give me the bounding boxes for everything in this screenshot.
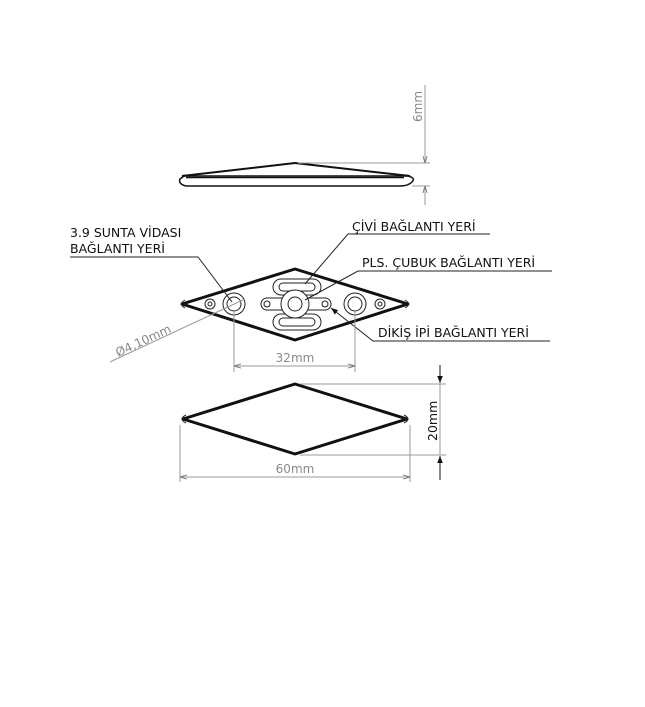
side-view: 6mm [178, 85, 430, 205]
hole-diameter-dim: Ø4,10mm [113, 322, 173, 360]
nail-label: ÇİVİ BAĞLANTI YERİ [352, 219, 476, 234]
suture-label: DİKİŞ İPİ BAĞLANTI YERİ [378, 325, 529, 340]
outline-view: 20mm 60mm [179, 365, 446, 482]
top-view: 3.9 SUNTA VİDASI BAĞLANTI YERİ ÇİVİ BAĞL… [70, 219, 552, 372]
outline-height-dim: 20mm [425, 401, 440, 441]
screw-label-line1: 3.9 SUNTA VİDASI [70, 225, 181, 240]
screw-hole-right [343, 292, 367, 316]
outline-width-dim: 60mm [276, 462, 315, 476]
screw-label-line2: BAĞLANTI YERİ [70, 241, 165, 256]
rod-label: PLS. ÇUBUK BAĞLANTI YERİ [362, 255, 535, 270]
hole-spacing-dim: 32mm [276, 351, 315, 365]
side-height-dim: 6mm [411, 91, 425, 122]
